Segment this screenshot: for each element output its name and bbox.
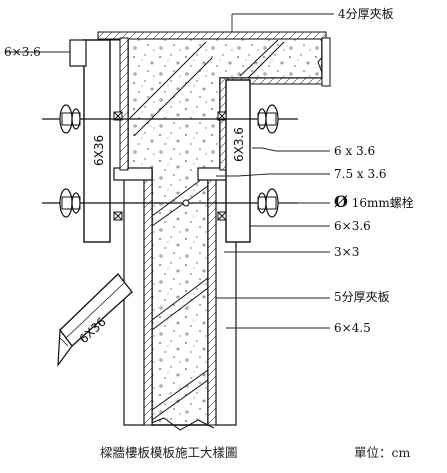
junction-block-left (113, 167, 153, 181)
label-lumber-6x3-6-a: 6 x 3.6 (334, 144, 376, 158)
label-top-plywood: 4分厚夾板 (338, 7, 394, 21)
label-block-3x3: 3×3 (334, 245, 360, 259)
label-vertical-right: 6X3.6 (232, 127, 246, 162)
vertical-lumber-right (225, 79, 251, 243)
label-top-left-lumber: 6×3.6 (4, 45, 41, 59)
bolt-spec: 16mm螺栓 (351, 196, 414, 210)
label-stud-6x4-5: 6×4.5 (334, 321, 371, 335)
slab-edge-post (321, 37, 331, 87)
tie-bolt-upper (42, 104, 298, 134)
small-blocks (113, 111, 227, 221)
label-bolt: Ø 16mm螺栓 (334, 192, 414, 211)
label-lumber-6x3-6-b: 6×3.6 (334, 219, 371, 233)
label-wall-plywood: 5分厚夾板 (334, 290, 390, 304)
label-lumber-7-5x3-6: 7.5 x 3.6 (334, 167, 387, 181)
tie-bolt-lower (42, 188, 298, 218)
top-left-lumber-block (69, 39, 87, 67)
unit-note: 單位：cm (354, 445, 411, 460)
concrete-hatch (127, 39, 285, 421)
leader-lines (6, 13, 334, 329)
wall-plywood-right (207, 177, 217, 426)
beam-plywood-left (119, 37, 129, 171)
top-plywood-sheet (97, 31, 327, 40)
vertical-lumber-left (83, 39, 111, 243)
diagonal-brace (57, 273, 133, 367)
diagram-caption: 樑牆樓板模板施工大樣圖 (100, 445, 238, 460)
wall-break-line (145, 417, 215, 431)
bolt-diameter-symbol: Ø (334, 192, 348, 211)
label-vertical-left: 6X36 (92, 135, 106, 166)
wall-plywood-left (143, 177, 153, 426)
wall-stud-left (123, 177, 145, 426)
